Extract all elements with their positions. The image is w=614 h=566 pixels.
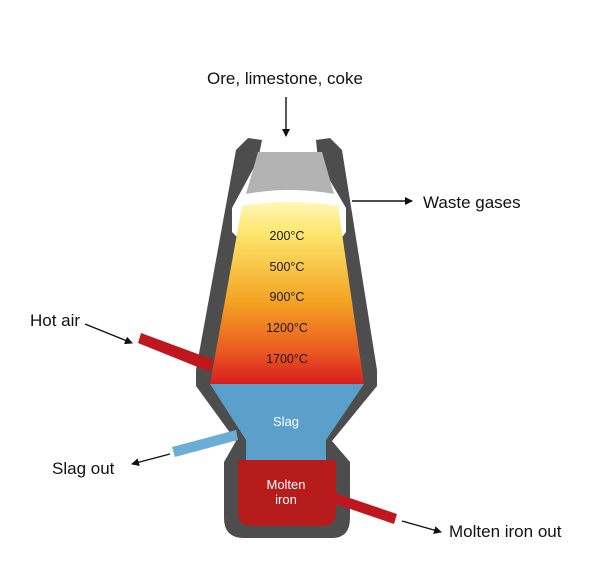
molten-iron-out-pipe	[330, 492, 397, 524]
temperature-label: 500°C	[270, 260, 305, 274]
hot-air-label: Hot air	[30, 311, 80, 330]
temperature-label: 200°C	[270, 229, 305, 243]
charge-layer	[246, 152, 334, 194]
slag-out-label: Slag out	[52, 459, 115, 478]
molten-iron-out-label: Molten iron out	[449, 522, 562, 541]
temperature-label: 1700°C	[266, 352, 308, 366]
furnace-rim-left	[240, 140, 260, 160]
molten-iron-label-line2: iron	[275, 492, 297, 507]
temperature-label: 1200°C	[266, 321, 308, 335]
input-label: Ore, limestone, coke	[207, 69, 363, 88]
waste-gas-gap	[244, 192, 336, 204]
molten-iron-label-line1: Molten	[266, 477, 305, 492]
temperature-label: 900°C	[270, 290, 305, 304]
slag-out-arrow	[131, 453, 171, 467]
hot-air-arrow	[84, 323, 133, 345]
slag-region	[210, 384, 364, 460]
slag-out-pipe	[172, 430, 238, 457]
heating-zone	[210, 202, 364, 384]
molten-iron-region	[238, 460, 336, 526]
furnace-rim-right	[318, 140, 338, 160]
molten-iron-out-arrow	[401, 520, 442, 534]
slag-label: Slag	[273, 414, 299, 429]
waste-gases-label: Waste gases	[423, 193, 521, 212]
hot-air-pipe	[138, 333, 214, 372]
